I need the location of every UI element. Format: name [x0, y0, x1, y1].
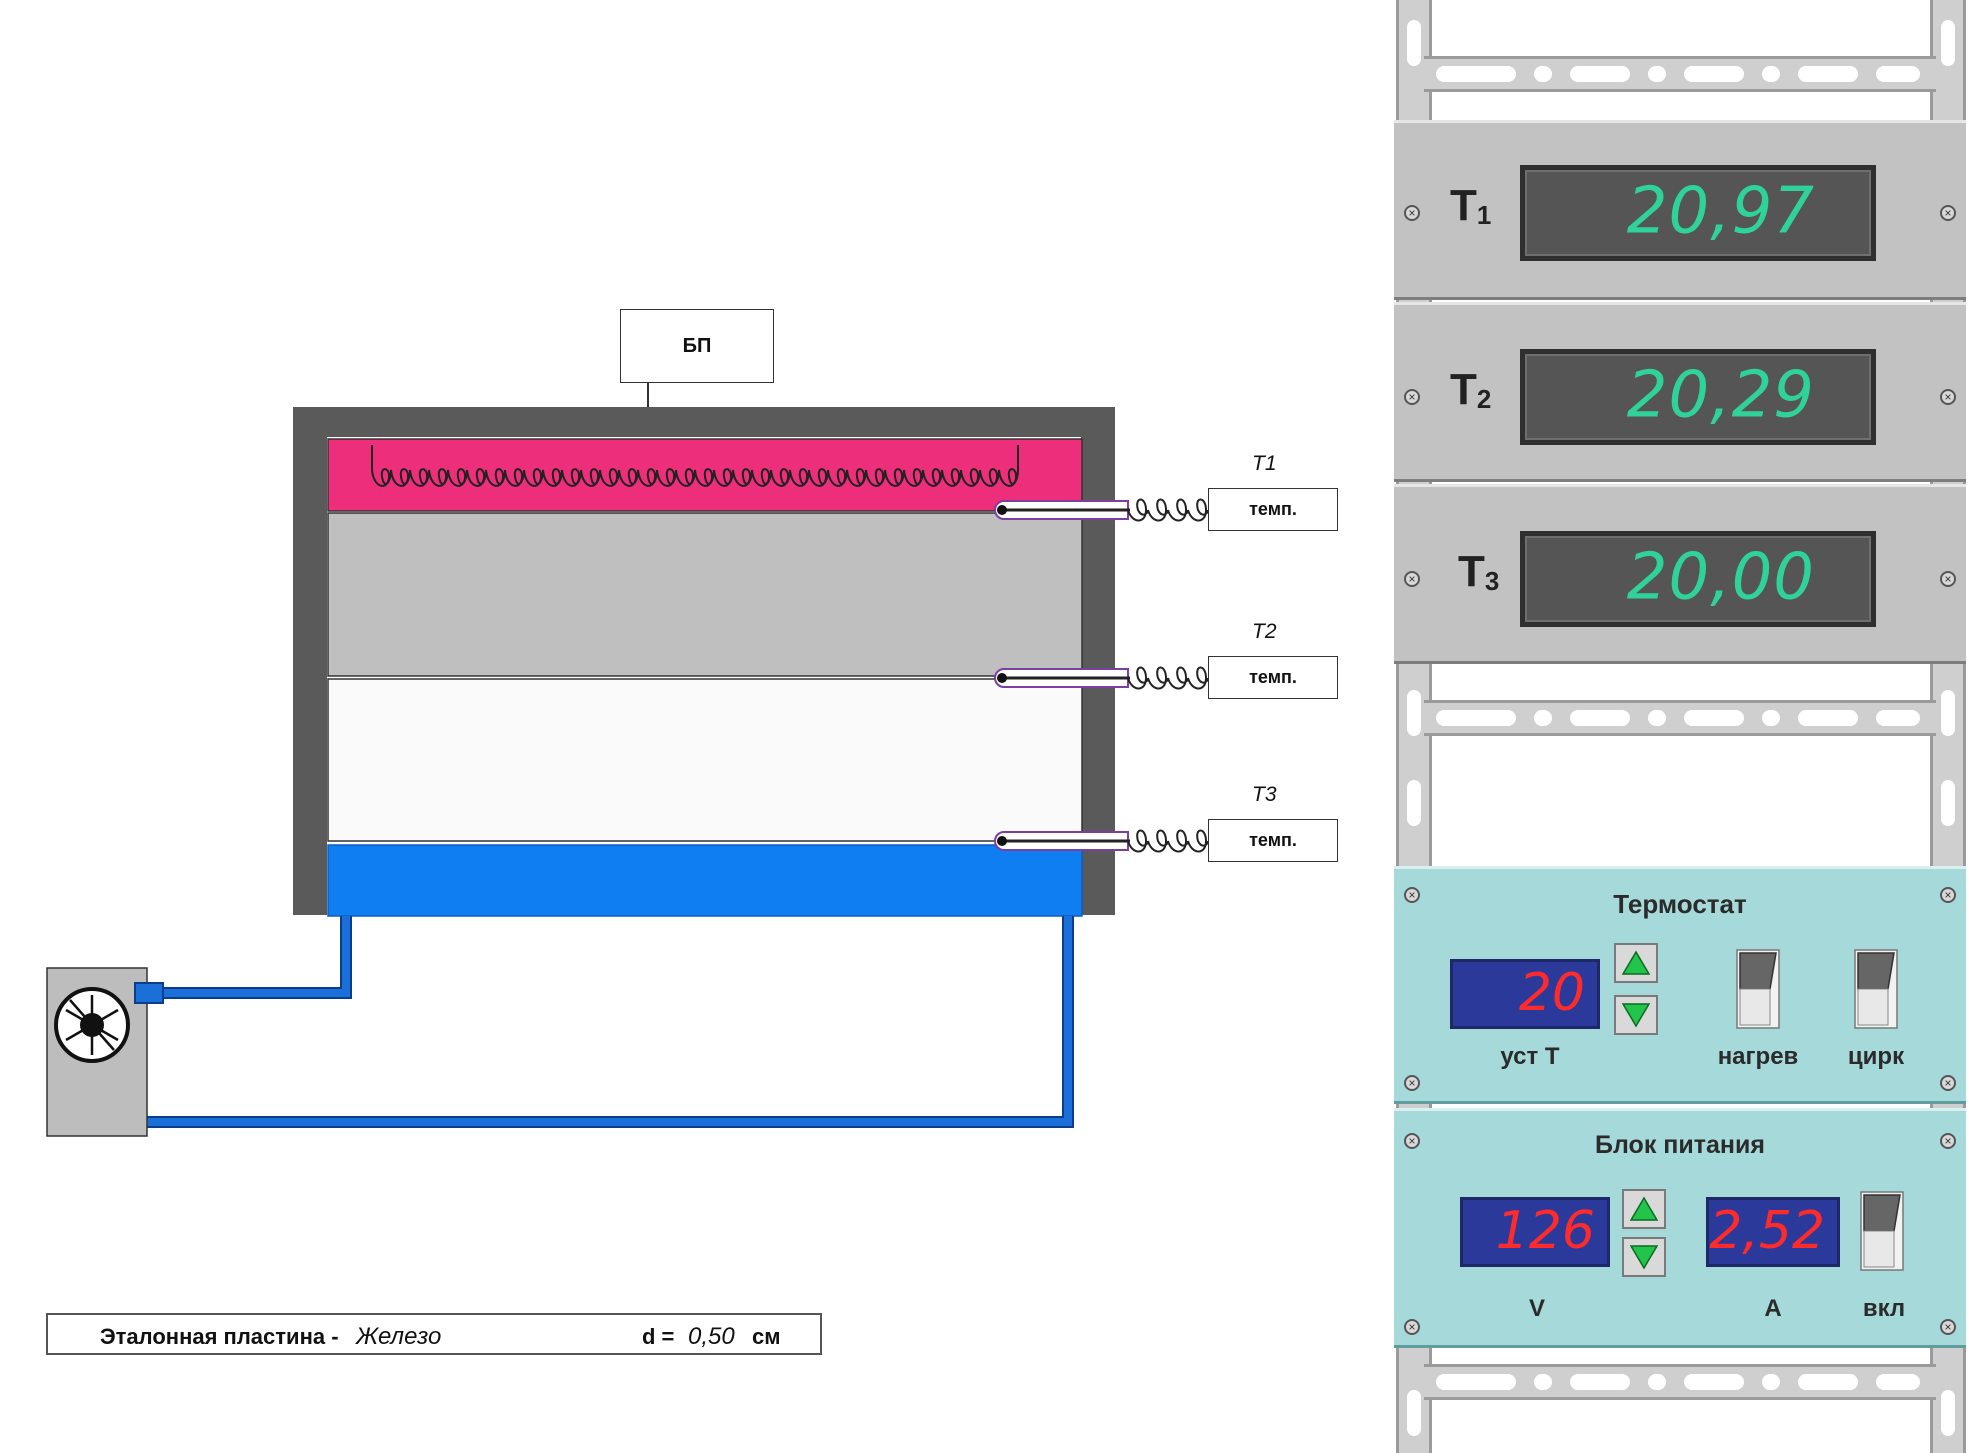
thermostat-panel: × × × × Термостат 20 уст T нагрев цирк — [1394, 866, 1966, 1104]
screw-icon: × — [1940, 1075, 1956, 1091]
power-switch-label: вкл — [1862, 1295, 1906, 1322]
power-unit-title: Блок питания — [1595, 1131, 1765, 1159]
display-panel-t1: × × T1 20,97 — [1394, 120, 1966, 300]
reference-layer — [327, 678, 1083, 842]
probes — [994, 498, 1209, 853]
arrow-up-icon — [1629, 1196, 1659, 1221]
display-value-t3: 20,00 — [1626, 540, 1815, 615]
heater-coil — [371, 445, 1019, 487]
plate-label: Эталонная пластина - — [100, 1324, 339, 1349]
rack-crossbar-mid — [1424, 700, 1936, 736]
probe-box-t2-label: темп. — [1249, 667, 1297, 687]
display-label-t1: T1 — [1450, 181, 1492, 230]
schematic: БП T1 темп. T2 темп. T3 темп. Эталонная … — [46, 309, 1338, 1355]
power-switch[interactable] — [1860, 1191, 1904, 1271]
screw-icon: × — [1404, 571, 1420, 587]
display-panel-t2: × × T2 20,29 — [1394, 302, 1966, 482]
probe-label-t1: T1 — [1252, 452, 1277, 475]
screw-icon: × — [1404, 1133, 1420, 1149]
screw-icon: × — [1940, 205, 1956, 221]
display-value-t1: 20,97 — [1626, 174, 1815, 249]
thermostat-title: Термостат — [1613, 889, 1747, 919]
screw-icon: × — [1940, 389, 1956, 405]
probe-t3 — [994, 829, 1209, 853]
current-label: A — [1764, 1295, 1782, 1322]
arrow-down-icon — [1621, 1003, 1651, 1028]
instrument-rack: × × T1 20,97 × × T2 20,29 × × T3 20,00 ×… — [1394, 0, 1966, 1453]
display-lcd-t2: 20,29 — [1520, 349, 1876, 445]
heater-switch-label: нагрев — [1717, 1043, 1799, 1070]
setpoint-display: 20 — [1450, 959, 1600, 1029]
circulation-switch-label: цирк — [1847, 1043, 1905, 1070]
probe-label-t2: T2 — [1252, 620, 1277, 643]
heater-switch[interactable] — [1736, 949, 1780, 1029]
plate-info-bar: Эталонная пластина - Железо d = 0,50 см — [46, 1313, 822, 1355]
display-label-t2: T2 — [1450, 365, 1492, 414]
probe-box-t1: темп. — [1208, 488, 1338, 531]
screw-icon: × — [1404, 1075, 1420, 1091]
probe-label-t3: T3 — [1252, 783, 1277, 806]
arrow-up-icon — [1621, 950, 1651, 975]
screw-icon: × — [1940, 571, 1956, 587]
plate-material[interactable]: Железо — [356, 1323, 442, 1350]
setpoint-value: 20 — [1518, 962, 1585, 1023]
probe-t2 — [994, 666, 1209, 690]
setpoint-down-button[interactable] — [1614, 995, 1658, 1035]
probe-box-t1-label: темп. — [1249, 499, 1297, 519]
power-unit-panel: × × × × Блок питания 126 V 2,52 A вкл — [1394, 1108, 1966, 1348]
screw-icon: × — [1940, 1319, 1956, 1335]
setpoint-label: уст T — [1500, 1043, 1560, 1070]
voltage-down-button[interactable] — [1622, 1237, 1666, 1277]
voltage-display: 126 — [1460, 1197, 1610, 1267]
circulation-switch[interactable] — [1854, 949, 1898, 1029]
thickness-value[interactable]: 0,50 — [688, 1323, 735, 1350]
rack-crossbar-bottom — [1424, 1364, 1936, 1400]
display-lcd-t1: 20,97 — [1520, 165, 1876, 261]
voltage-label: V — [1528, 1295, 1545, 1322]
probe-box-t3-label: темп. — [1249, 830, 1297, 850]
coolant-pipes — [135, 916, 1072, 1126]
voltage-up-button[interactable] — [1622, 1189, 1666, 1229]
screw-icon: × — [1404, 389, 1420, 405]
current-value: 2,52 — [1709, 1200, 1825, 1261]
probe-box-t2: темп. — [1208, 656, 1338, 699]
power-supply-label: БП — [682, 334, 712, 357]
cooler-layer — [327, 844, 1083, 917]
thickness-label: d = — [642, 1324, 675, 1349]
display-label-t3: T3 — [1458, 547, 1500, 596]
arrow-down-icon — [1629, 1245, 1659, 1270]
thickness-unit: см — [752, 1324, 781, 1349]
current-display: 2,52 — [1706, 1197, 1840, 1267]
screw-icon: × — [1940, 1133, 1956, 1149]
display-panel-t3: × × T3 20,00 — [1394, 484, 1966, 664]
display-lcd-t3: 20,00 — [1520, 531, 1876, 627]
voltage-value: 126 — [1495, 1200, 1595, 1261]
screw-icon: × — [1404, 1319, 1420, 1335]
display-value-t2: 20,29 — [1626, 358, 1815, 433]
screw-icon: × — [1404, 205, 1420, 221]
power-supply-box[interactable]: БП — [620, 309, 774, 383]
sample-layer — [327, 512, 1083, 677]
rack-crossbar-top — [1424, 56, 1936, 92]
probe-t1 — [994, 498, 1209, 522]
screw-icon: × — [1404, 887, 1420, 903]
screw-icon: × — [1940, 887, 1956, 903]
setpoint-up-button[interactable] — [1614, 943, 1658, 983]
schematic-drawing — [46, 382, 1209, 1137]
probe-box-t3: темп. — [1208, 819, 1338, 862]
